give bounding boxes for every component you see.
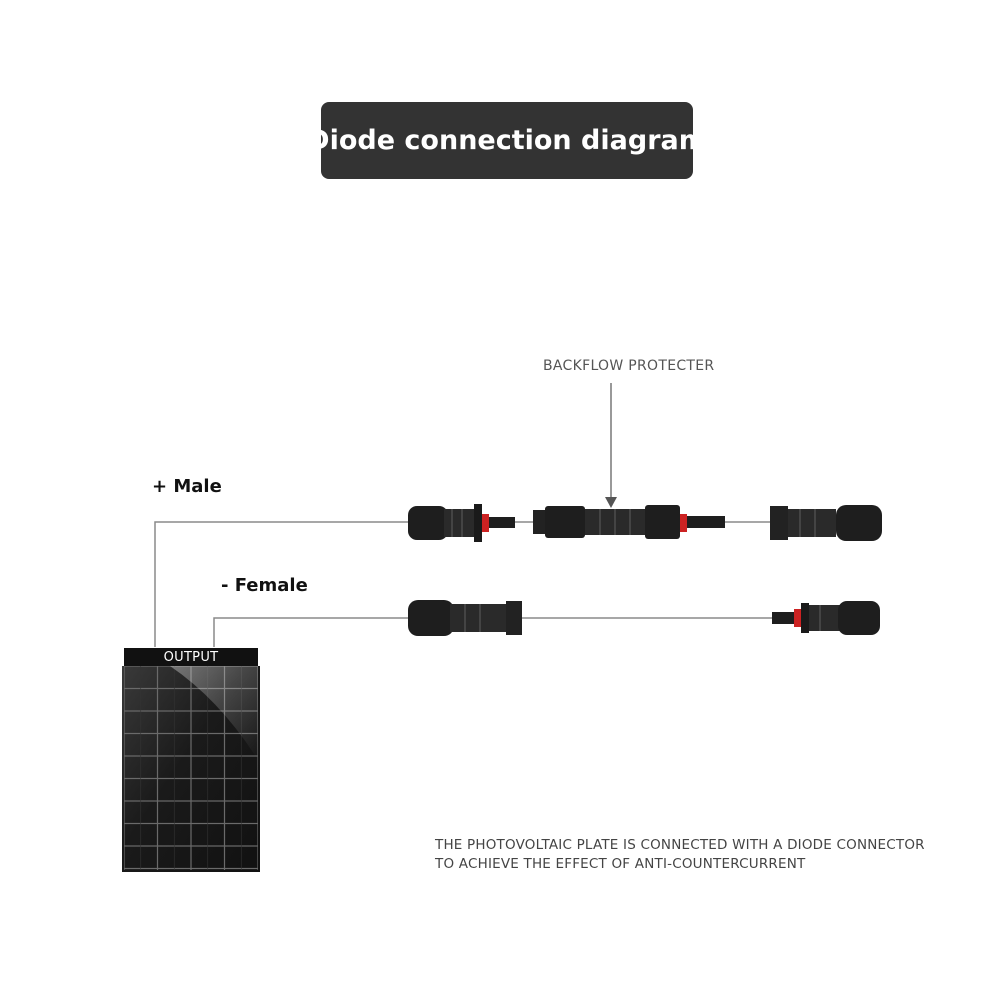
female-mc4-connector-right	[770, 505, 882, 541]
backflow-pointer-arrowhead	[605, 497, 617, 508]
description-note: THE PHOTOVOLTAIC PLATE IS CONNECTED WITH…	[435, 836, 925, 874]
title-banner: Diode connection diagram	[307, 102, 707, 179]
male-mc4-connector-left	[408, 504, 515, 542]
backflow-protector-diode	[533, 505, 725, 539]
solar-panel-glare	[170, 666, 258, 760]
diagram-title: Diode connection diagram	[307, 125, 707, 156]
male-wire	[154, 521, 408, 647]
female-mc4-connector-left	[408, 600, 522, 636]
female-label: - Female	[221, 575, 308, 596]
solar-panel	[122, 648, 260, 872]
description-line-1: THE PHOTOVOLTAIC PLATE IS CONNECTED WITH…	[435, 837, 925, 853]
solar-panel-output-label: OUTPUT	[163, 650, 219, 665]
backflow-protecter-label: BACKFLOW PROTECTER	[543, 358, 715, 374]
solar-panel-output-bar	[124, 648, 258, 666]
description-line-2: TO ACHIEVE THE EFFECT OF ANTI-COUNTERCUR…	[435, 856, 806, 872]
male-mc4-connector-right	[772, 601, 880, 635]
male-label: + Male	[152, 476, 222, 497]
female-wire	[213, 617, 410, 647]
